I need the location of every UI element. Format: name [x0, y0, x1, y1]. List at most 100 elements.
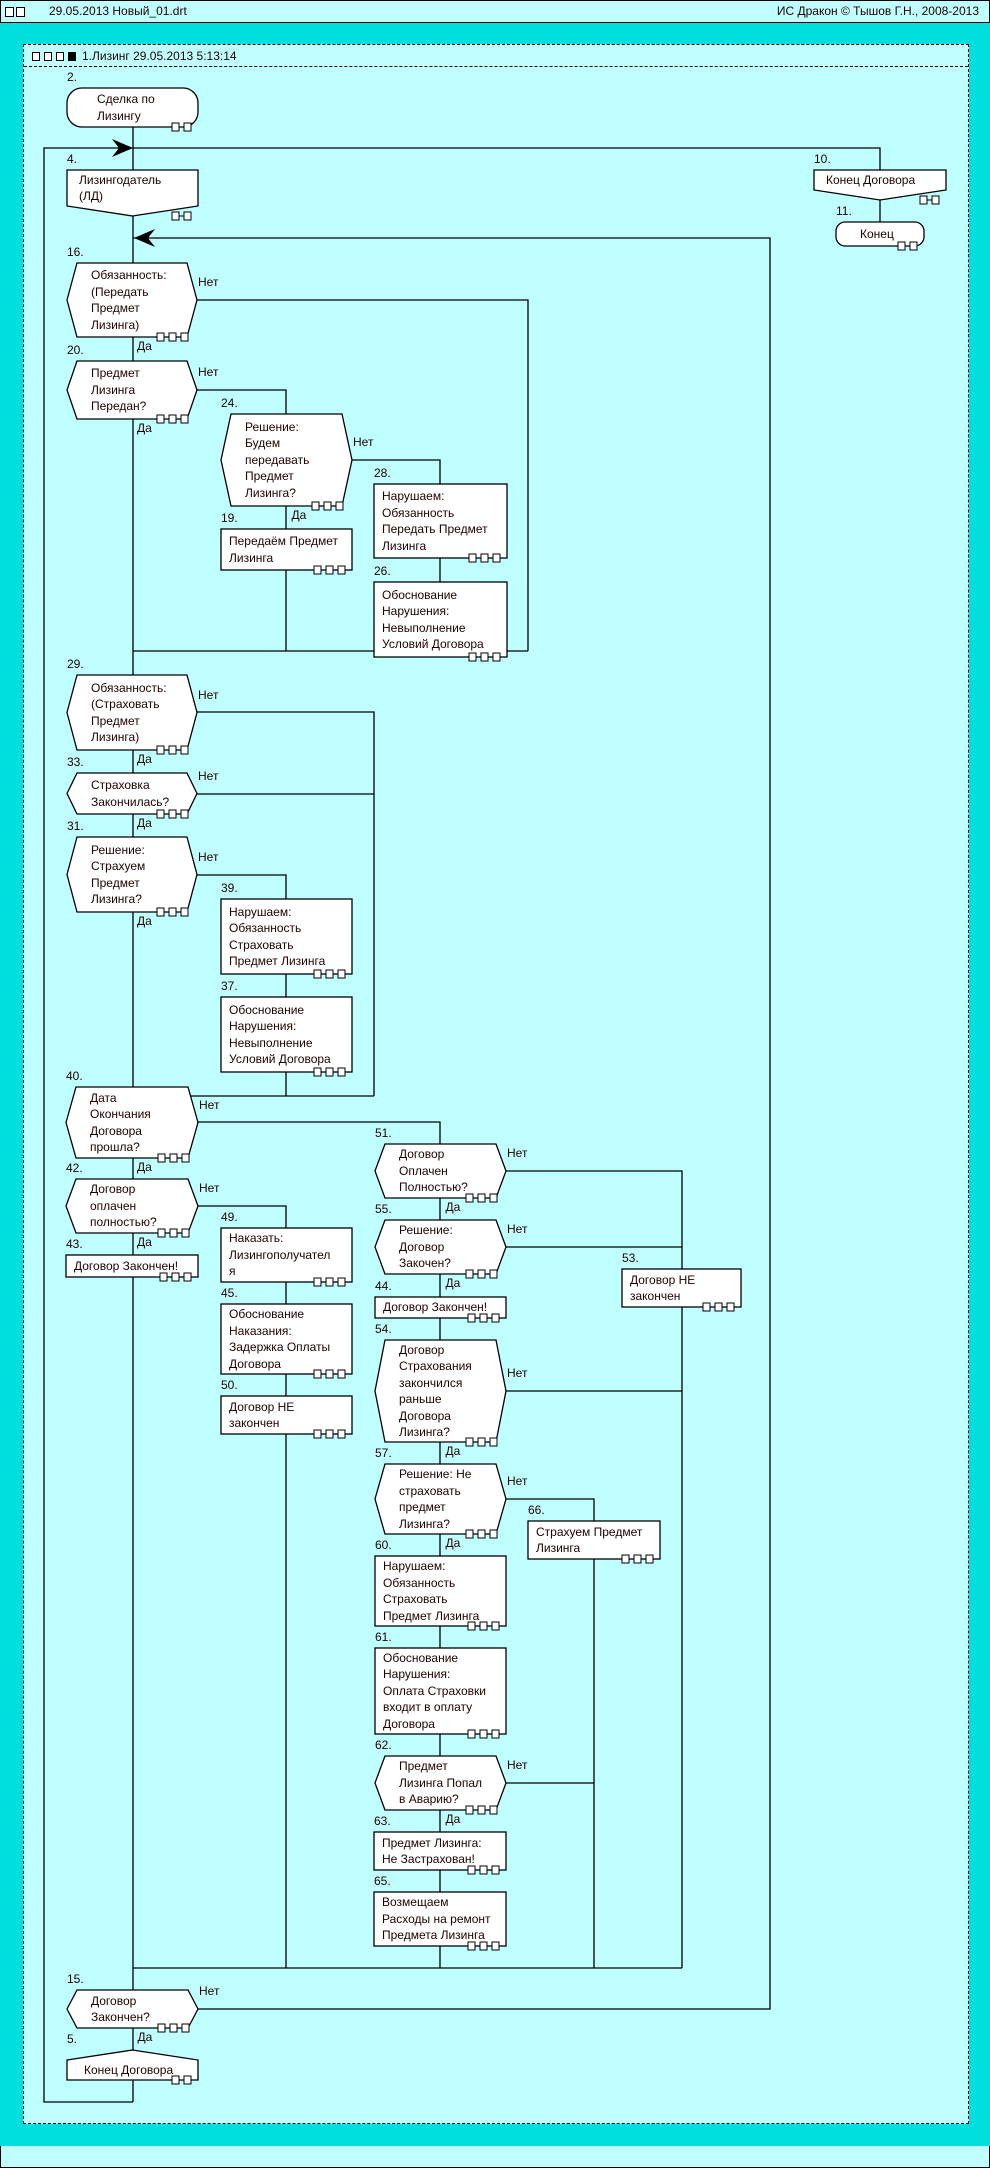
node-text[interactable]: Страховка Закончилась?: [91, 778, 170, 809]
node-number: 31.: [67, 819, 84, 833]
port-square-icon[interactable]: [489, 1269, 498, 1279]
node-text[interactable]: Договор Закончен!: [383, 1300, 488, 1315]
port-square-icon[interactable]: [337, 565, 346, 575]
port-square-icon[interactable]: [181, 2023, 190, 2033]
port-square-icon[interactable]: [491, 1865, 500, 1875]
port-square-icon[interactable]: [183, 211, 192, 221]
question-node: [374, 1219, 507, 1275]
node-text[interactable]: Нарушаем: Обязанность Страховать Предмет…: [229, 904, 326, 969]
port-square-icon[interactable]: [337, 969, 346, 979]
node-text[interactable]: Обоснование Наказания: Задержка Оплаты Д…: [229, 1307, 331, 1371]
node-text[interactable]: Нарушаем: Обязанность Передать Предмет Л…: [382, 489, 488, 553]
node-text[interactable]: Обязанность: (Страховать Предмет Лизинга…: [91, 680, 167, 745]
node-text[interactable]: Решение: Страхуем Предмет Лизинга?: [91, 842, 146, 907]
node-text[interactable]: Нарушаем: Обязанность Страховать Предмет…: [383, 1559, 480, 1623]
frame-button[interactable]: [56, 52, 64, 61]
frame-button-active[interactable]: [68, 52, 76, 61]
frame-button[interactable]: [32, 52, 40, 61]
node-text[interactable]: Обоснование Нарушения: Невыполнение Усло…: [382, 587, 484, 652]
port-square-icon[interactable]: [492, 652, 501, 662]
node-text[interactable]: Возмещаем Расходы на ремонт Предмета Лиз…: [382, 1895, 491, 1943]
port-square-icon[interactable]: [491, 1941, 500, 1951]
node-text[interactable]: Наказать: Лизингополучател я: [229, 1231, 331, 1279]
node-text[interactable]: Договор оплачен полностью?: [90, 1182, 157, 1230]
port-square-icon[interactable]: [181, 1153, 190, 1163]
diagram-title: 1.Лизинг 29.05.2013 5:13:14: [82, 49, 237, 63]
port-square-icon[interactable]: [180, 907, 189, 917]
node-text[interactable]: Предмет Лизинга Передан?: [91, 366, 147, 414]
node-number: 40.: [66, 1069, 83, 1083]
node-text[interactable]: Договор НЕ закончен: [630, 1272, 696, 1304]
port-square-icon[interactable]: [919, 195, 928, 205]
port-square-icon[interactable]: [491, 1313, 500, 1323]
node-text[interactable]: Конец: [860, 226, 894, 241]
port-square-icon[interactable]: [337, 1369, 346, 1379]
node-text[interactable]: Конец Договора: [84, 2062, 174, 2077]
node-text[interactable]: Решение: Договор Закочен?: [399, 1223, 453, 1271]
port-square-icon[interactable]: [645, 1554, 654, 1564]
port-square-icon[interactable]: [489, 1193, 498, 1203]
port-square-icon[interactable]: [337, 1277, 346, 1287]
node-text[interactable]: Договор Закончен!: [74, 1258, 179, 1273]
node-number: 19.: [221, 511, 238, 525]
port-square-icon[interactable]: [491, 1621, 500, 1631]
action-node: [220, 996, 353, 1073]
node-text[interactable]: Обоснование Нарушения: Оплата Страховки …: [383, 1650, 486, 1731]
question-node: [374, 1463, 507, 1535]
port-square-icon[interactable]: [181, 1228, 190, 1238]
yes-label: Да: [137, 914, 152, 928]
port-square-icon[interactable]: [337, 1067, 346, 1077]
port-square-icon[interactable]: [909, 241, 918, 251]
node-text[interactable]: Договор НЕ закончен: [229, 1399, 295, 1431]
node-text[interactable]: Страхуем Предмет Лизинга: [536, 1524, 643, 1556]
node-text[interactable]: Передаём Предмет Лизинга: [229, 534, 339, 565]
port-square-icon[interactable]: [335, 501, 344, 511]
port-square-icon[interactable]: [931, 195, 940, 205]
port-square-icon[interactable]: [180, 809, 189, 819]
port-square-icon[interactable]: [171, 211, 180, 221]
node-number: 26.: [374, 564, 391, 578]
port-square-icon[interactable]: [726, 1302, 735, 1312]
port-square-icon[interactable]: [183, 2075, 192, 2085]
port-square-icon[interactable]: [489, 1437, 498, 1447]
question-node: [374, 1339, 507, 1443]
connector-line: [197, 711, 375, 1096]
node-number: 50.: [221, 1378, 238, 1392]
node-text[interactable]: Решение: Не страховать предмет Лизинга?: [399, 1467, 472, 1531]
node-text[interactable]: Лизингодатель (ЛД): [79, 172, 162, 204]
node-text[interactable]: Предмет Лизинга Попал в Аварию?: [399, 1759, 483, 1807]
port-square-icon[interactable]: [180, 414, 189, 424]
node-text[interactable]: Договор Закончен?: [91, 1993, 150, 2025]
port-square-icon[interactable]: [337, 1429, 346, 1439]
node-text[interactable]: Сделка по Лизингу: [97, 92, 155, 123]
node-number: 28.: [374, 466, 391, 480]
port-square-icon[interactable]: [492, 553, 501, 563]
port-square-icon[interactable]: [183, 1272, 192, 1282]
node-number: 20.: [67, 343, 84, 357]
port-square-icon[interactable]: [183, 122, 192, 132]
question-node: [66, 836, 198, 913]
yes-label: Да: [137, 816, 152, 830]
node-text[interactable]: Обязанность: (Передать Предмет Лизинга): [91, 268, 167, 332]
frame-button[interactable]: [44, 52, 52, 61]
node-text[interactable]: Предмет Лизинга: Не Застрахован!: [382, 1835, 482, 1867]
port-square-icon[interactable]: [491, 1729, 500, 1739]
port-square-icon[interactable]: [489, 1529, 498, 1539]
port-square-icon[interactable]: [180, 745, 189, 755]
node-text[interactable]: Конец Договора: [826, 172, 916, 187]
node-text[interactable]: Решение: Будем передавать Предмет Лизинг…: [245, 419, 310, 500]
port-square-icon[interactable]: [180, 332, 189, 342]
address-node: [66, 2049, 199, 2081]
node-text[interactable]: Договор Страхования закончился раньше До…: [399, 1342, 472, 1440]
no-label: Нет: [198, 849, 219, 864]
no-label: Нет: [507, 1758, 528, 1772]
title-node: [66, 87, 199, 128]
port-square-icon[interactable]: [489, 1805, 498, 1815]
node-number: 51.: [375, 1126, 392, 1140]
window-button[interactable]: [16, 7, 25, 17]
action-node: [373, 483, 508, 559]
node-text[interactable]: Обоснование Нарушения: Невыполнение Усло…: [229, 1002, 331, 1067]
node-text[interactable]: Дата Окончания Договора прошла?: [90, 1090, 151, 1155]
window-button[interactable]: [5, 7, 14, 17]
node-text[interactable]: Договор Оплачен Полностью?: [399, 1147, 468, 1195]
